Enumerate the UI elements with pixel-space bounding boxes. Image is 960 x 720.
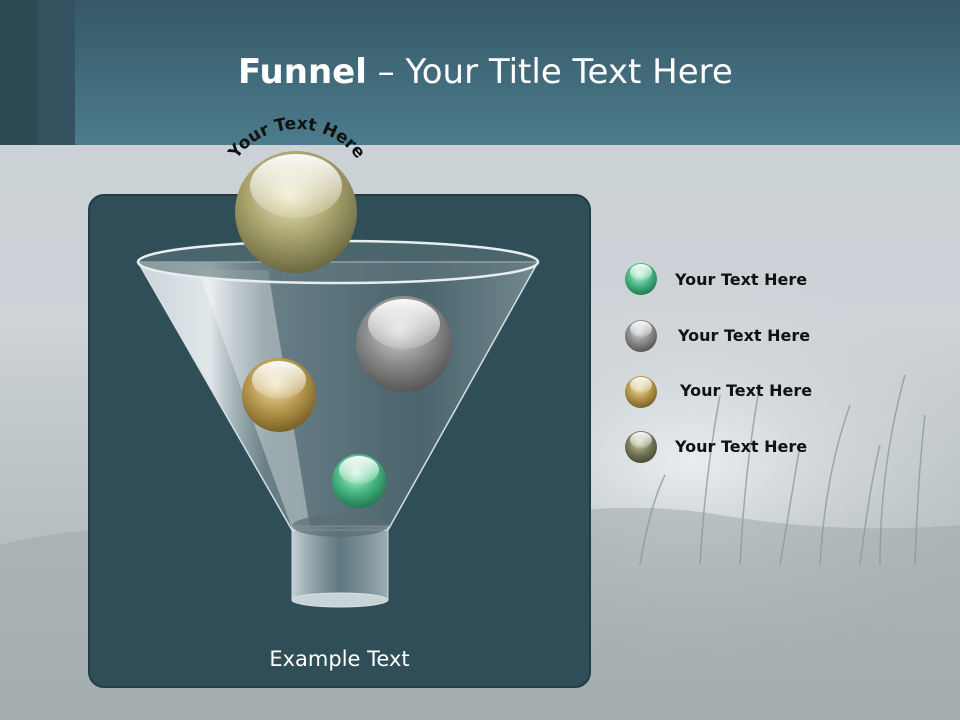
legend-dot-3 xyxy=(625,376,657,408)
legend-dot-4 xyxy=(625,431,657,463)
legend-label: Your Text Here xyxy=(675,437,808,456)
legend-dot-2 xyxy=(625,320,657,352)
header-accent-strip xyxy=(0,0,38,145)
legend-dot-1 xyxy=(625,263,657,295)
legend-label: Your Text Here xyxy=(678,326,811,345)
funnel-shape xyxy=(136,239,540,608)
header-banner xyxy=(0,0,960,145)
slide-title: Funnel – Your Title Text Here xyxy=(238,52,733,92)
top-sphere xyxy=(235,151,357,273)
green-sphere xyxy=(332,454,386,508)
gold-sphere xyxy=(242,358,316,432)
gray-sphere xyxy=(356,296,452,392)
legend-label: Your Text Here xyxy=(680,381,813,400)
title-bold: Funnel xyxy=(238,52,367,92)
panel-caption: Example Text xyxy=(269,647,410,671)
title-rest: – Your Title Text Here xyxy=(366,52,733,92)
header-accent-strip xyxy=(38,0,75,145)
legend-label: Your Text Here xyxy=(675,270,808,289)
